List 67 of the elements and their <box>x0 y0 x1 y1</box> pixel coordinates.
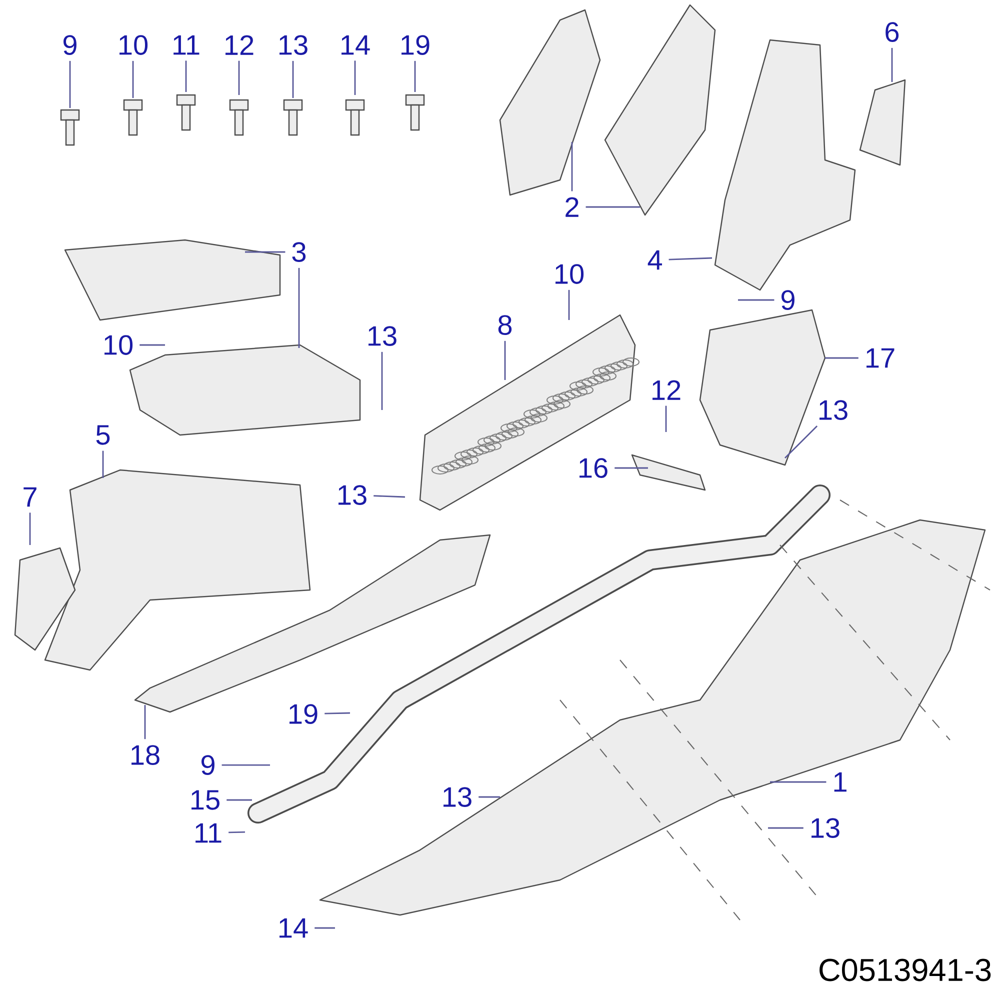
leader-line <box>665 406 667 432</box>
leader-line <box>770 781 826 783</box>
callout-number: 9 <box>782 290 794 310</box>
leader-line <box>314 927 335 929</box>
leader-line <box>784 425 818 458</box>
callout-number: 16 <box>580 458 608 478</box>
leader-line <box>414 60 416 92</box>
callout-number: 13 <box>280 35 308 55</box>
leader-line <box>768 827 804 829</box>
leader-line <box>140 344 165 346</box>
leader-line <box>354 60 356 96</box>
leader-line <box>69 60 71 108</box>
callout-number: 14 <box>342 35 370 55</box>
callout-number: 10 <box>556 264 584 284</box>
callout-number: 19 <box>290 704 318 724</box>
leader-line <box>185 60 187 92</box>
callout-number: 17 <box>866 348 894 368</box>
leader-line <box>324 712 350 714</box>
leader-line <box>29 512 31 545</box>
leader-line <box>381 352 383 410</box>
callout-number: 18 <box>132 745 160 765</box>
callout-number: 13 <box>338 485 366 505</box>
callout-number: 3 <box>292 242 306 262</box>
callout-number: 14 <box>280 918 308 938</box>
leader-line <box>222 764 270 766</box>
leader-line <box>144 705 146 740</box>
leader-line <box>738 299 774 301</box>
callout-number: 8 <box>498 315 512 335</box>
callout-number: 13 <box>444 787 472 807</box>
leader-line <box>226 799 252 801</box>
leader-line <box>586 206 640 208</box>
leader-line <box>374 495 406 498</box>
leader-line <box>504 340 506 380</box>
leader-line <box>568 290 570 320</box>
callout-number: 9 <box>64 35 76 55</box>
callout-number: 19 <box>402 35 430 55</box>
callout-number: 4 <box>648 250 662 270</box>
drawing-number: C0513941-3 <box>820 958 991 982</box>
callout-number: 12 <box>652 380 680 400</box>
leader-line <box>245 251 286 253</box>
leader-line <box>228 831 246 834</box>
callout-number: 11 <box>196 823 222 843</box>
leader-line <box>132 60 134 98</box>
callout-number: 2 <box>566 197 578 217</box>
leader-line <box>292 60 294 98</box>
callout-number: 1 <box>834 772 846 792</box>
callout-number: 12 <box>226 35 254 55</box>
leader-line <box>298 268 300 348</box>
leader-line <box>825 357 858 359</box>
callout-number: 5 <box>96 425 110 445</box>
callout-number: 7 <box>24 487 36 507</box>
callout-number: 15 <box>192 790 220 810</box>
leader-line <box>102 450 104 478</box>
callout-number: 10 <box>120 35 148 55</box>
leader-line <box>891 48 893 82</box>
leader-line <box>668 257 712 260</box>
callout-number: 13 <box>368 326 396 346</box>
callout-number: 9 <box>202 755 214 775</box>
callout-number: 11 <box>174 35 200 55</box>
leader-line <box>238 60 240 96</box>
callout-number: 13 <box>820 400 848 420</box>
callout-number: 6 <box>886 22 899 42</box>
leader-line <box>614 467 648 469</box>
leader-line <box>571 142 573 192</box>
leader-line <box>478 796 500 798</box>
callout-number: 10 <box>104 335 133 355</box>
callout-number: 13 <box>812 818 840 838</box>
